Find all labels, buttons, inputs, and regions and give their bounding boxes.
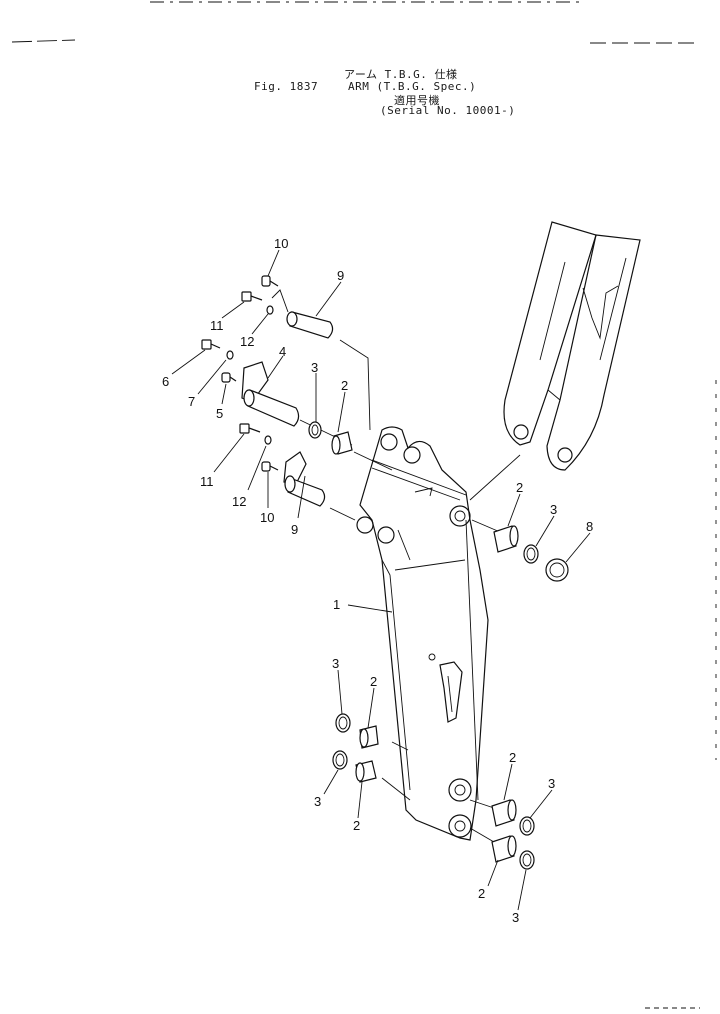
washer-12-upper <box>266 305 274 315</box>
callout-11-upper: 11 <box>210 318 224 333</box>
callout-labels: 10 9 11 12 4 3 2 6 7 5 11 12 10 9 2 3 8 … <box>162 236 593 925</box>
grease-fitting-10-upper <box>261 275 279 287</box>
serial-japanese: 適用号機 <box>394 94 440 107</box>
boom-assembly <box>503 221 641 471</box>
callout-11-lower: 11 <box>200 474 214 489</box>
seal-3-lower-left-a <box>335 713 351 733</box>
callout-10-lower: 10 <box>260 510 274 525</box>
callout-10-upper: 10 <box>274 236 288 251</box>
callout-1: 1 <box>333 597 340 612</box>
bushing-2-upper <box>331 431 353 455</box>
seal-3-lower-left-b <box>332 750 348 770</box>
callout-2-lower-right-b: 2 <box>478 886 485 901</box>
callout-leaders <box>171 249 591 911</box>
callout-8: 8 <box>586 519 593 534</box>
pin-4 <box>241 361 300 427</box>
bolt-6 <box>201 339 221 350</box>
pin-9-lower <box>283 451 326 507</box>
washer-7 <box>226 350 234 360</box>
callout-2-right: 2 <box>516 480 523 495</box>
callout-12-lower: 12 <box>232 494 246 509</box>
hardware-parts <box>201 275 334 507</box>
callout-7: 7 <box>188 394 195 409</box>
serial-range: (Serial No. 10001-) <box>380 104 516 117</box>
callout-2-lower-right-a: 2 <box>509 750 516 765</box>
callout-4: 4 <box>279 344 286 359</box>
arm-body <box>356 426 489 841</box>
bushings-and-seals <box>308 421 569 870</box>
callout-3-lower-right-b: 3 <box>512 910 519 925</box>
callout-2-lower-left-b: 2 <box>353 818 360 833</box>
fitting-5 <box>221 372 237 383</box>
bolt-11-upper <box>241 291 263 302</box>
washer-12-lower <box>264 435 272 445</box>
callout-2-lower-left-a: 2 <box>370 674 377 689</box>
figure-number: Fig. 1837 <box>254 80 319 93</box>
callout-3-upper: 3 <box>311 360 318 375</box>
bushing-2-lower-right-b <box>491 835 517 863</box>
bushing-2-right <box>493 525 519 553</box>
washer-8 <box>545 558 569 582</box>
callout-9-upper: 9 <box>337 268 344 283</box>
callout-9-lower: 9 <box>291 522 298 537</box>
callout-3-right: 3 <box>550 502 557 517</box>
callout-3-lower-left-b: 3 <box>314 794 321 809</box>
callout-12-upper: 12 <box>240 334 254 349</box>
callout-3-lower-left-a: 3 <box>332 656 339 671</box>
alignment-lines <box>271 289 521 843</box>
scan-edge-marks <box>11 1 717 1009</box>
callout-6: 6 <box>162 374 169 389</box>
bushing-2-lower-left-b <box>355 760 377 783</box>
seal-3-right <box>523 544 539 564</box>
seal-3-upper <box>308 421 322 439</box>
title-english: ARM (T.B.G. Spec.) <box>348 80 477 93</box>
seal-3-lower-right-b <box>519 850 535 870</box>
callout-2-upper: 2 <box>341 378 348 393</box>
pin-9-upper <box>286 311 334 339</box>
title-japanese: アーム T.B.G. 仕様 <box>344 68 458 81</box>
callout-5: 5 <box>216 406 223 421</box>
bolt-11-lower <box>239 423 261 434</box>
bushing-2-lower-right-a <box>491 799 517 827</box>
callout-3-lower-right-a: 3 <box>548 776 555 791</box>
grease-fitting-10-lower <box>261 461 279 472</box>
seal-3-lower-right-a <box>519 816 535 836</box>
bushing-2-lower-left-a <box>359 725 379 749</box>
